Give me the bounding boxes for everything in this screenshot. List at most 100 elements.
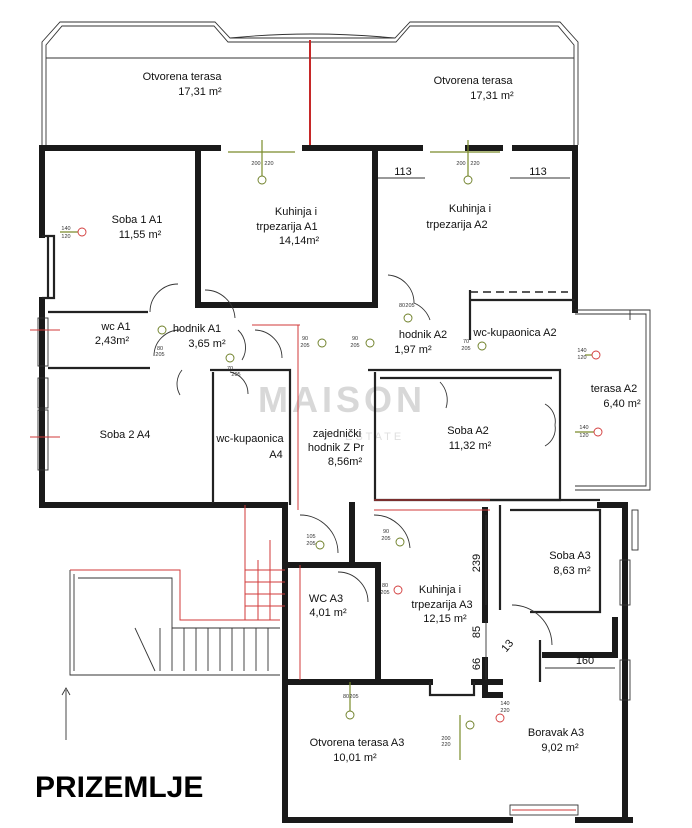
room-area-hodnik-z: 8,56m²	[328, 456, 363, 468]
room-area-boravak-a3: 9,02 m²	[541, 742, 579, 754]
opening-o8: 80 205	[399, 303, 415, 323]
opening-o1: 140 120	[60, 226, 87, 240]
opening-o15: 200 220	[441, 715, 475, 760]
svg-text:80: 80	[399, 303, 405, 309]
room-name2-kuhinja-a3: trpezarija A3	[411, 599, 472, 611]
svg-text:140: 140	[500, 701, 509, 707]
room-name-terasa-top-a2: Otvorena terasa	[434, 75, 514, 87]
svg-text:80: 80	[157, 346, 163, 352]
room-name-hodnik-z: zajednički	[313, 428, 361, 440]
room-area-terasa-a1: 17,31 m²	[178, 86, 222, 98]
opening-o16: 140 220	[495, 701, 510, 723]
svg-text:140: 140	[61, 226, 70, 232]
room-area-kuhinja-a3: 12,15 m²	[423, 613, 467, 625]
svg-text:120: 120	[577, 355, 586, 361]
room-name-hodnik-a2: hodnik A2	[399, 329, 447, 341]
opening-o5: 70 205	[225, 353, 241, 378]
svg-text:220: 220	[500, 708, 509, 714]
opening-o7: 90 205	[350, 336, 375, 349]
room-area-wc-a3: 4,01 m²	[309, 607, 347, 619]
room-name-soba-a3: Soba A3	[549, 550, 591, 562]
svg-text:200: 200	[251, 161, 260, 167]
opening-o17: 80 205	[343, 682, 359, 720]
svg-text:90: 90	[383, 529, 389, 535]
room-name-wc-a3: WC A3	[309, 593, 343, 605]
room-area-wc-a1: 2,43m²	[95, 335, 130, 347]
svg-text:220: 220	[264, 161, 273, 167]
svg-text:200: 200	[456, 161, 465, 167]
dim-66: 66	[471, 658, 483, 670]
dim-239: 239	[471, 554, 483, 572]
room-name2-kuhinja-a2: trpezarija A2	[426, 219, 487, 231]
room-name-soba-2-a4: Soba 2 A4	[100, 429, 151, 441]
opening-o9: 70 205	[461, 339, 487, 352]
room-name-wc-a1: wc A1	[100, 321, 130, 333]
interior-walls	[42, 234, 575, 505]
opening-o3: 200 220	[430, 140, 500, 185]
svg-text:105: 105	[306, 534, 315, 540]
room-name-soba-1-a1: Soba 1 A1	[112, 214, 163, 226]
room-name2-wc-kupaonica-a4: A4	[269, 449, 282, 461]
opening-o2: 200 220	[228, 140, 295, 185]
room-name-hodnik-a1: hodnik A1	[173, 323, 221, 335]
room-name2-hodnik-z: hodnik Z Pr	[308, 442, 365, 454]
top-terrace-outline	[41, 21, 579, 145]
room-area-hodnik-a1: 3,65 m²	[188, 338, 226, 350]
svg-text:140: 140	[577, 348, 586, 354]
room-name-wc-kupaonica-a4: wc-kupaonica	[215, 433, 284, 445]
room-labels: Otvorena terasa 17,31 m² Otvorena terasa…	[95, 71, 641, 764]
svg-text:205: 205	[461, 346, 470, 352]
svg-text:205: 205	[381, 536, 390, 542]
svg-text:120: 120	[579, 433, 588, 439]
room-area-soba-a3: 8,63 m²	[553, 565, 591, 577]
room-area-soba-1-a1: 11,55 m²	[119, 229, 162, 241]
svg-text:220: 220	[470, 161, 479, 167]
door-swings	[149, 274, 556, 646]
svg-text:205: 205	[350, 343, 359, 349]
lower-walls	[282, 498, 633, 823]
svg-text:220: 220	[441, 742, 450, 748]
svg-text:90: 90	[352, 336, 358, 342]
room-name-kuhinja-a2: Kuhinja i	[449, 203, 491, 215]
svg-text:205: 205	[349, 694, 358, 700]
room-name-terasa-a2: terasa A2	[591, 383, 637, 395]
room-name-boravak-a3: Boravak A3	[528, 727, 584, 739]
opening-o11: 140 120	[575, 425, 603, 439]
dimension-lines	[378, 177, 615, 680]
left-windows	[30, 317, 60, 471]
svg-text:205: 205	[306, 541, 315, 547]
svg-text:205: 205	[155, 352, 164, 358]
room-name-kuhinja-a1: Kuhinja i	[275, 206, 317, 218]
exterior-walls	[39, 145, 578, 508]
room-area-kuhinja-a1: 14,14m²	[279, 235, 320, 247]
opening-o12: 105 205	[306, 534, 325, 550]
svg-text:200: 200	[441, 736, 450, 742]
opening-o6: 90 205	[300, 336, 327, 349]
dim-160: 160	[576, 655, 594, 667]
dim-113-left: 113	[394, 166, 412, 178]
room-name-wc-kupaonica-a2: wc-kupaonica A2	[472, 327, 556, 339]
exterior-stairs	[61, 505, 285, 740]
room-area-terasa-a3: 10,01 m²	[333, 752, 377, 764]
svg-text:205: 205	[405, 303, 414, 309]
svg-text:80: 80	[343, 694, 349, 700]
room-name-terasa-a3: Otvorena terasa A3	[310, 737, 405, 749]
watermark: MAISON	[258, 379, 426, 420]
svg-text:70: 70	[463, 339, 469, 345]
red-partitions	[252, 324, 490, 680]
room-area-terasa-a2: 6,40 m²	[603, 398, 641, 410]
dimension-labels: 113 113 239 85 66 160 13	[394, 166, 594, 670]
dim-85: 85	[471, 626, 483, 638]
terrace-a2-outline	[575, 309, 651, 491]
svg-text:205: 205	[300, 343, 309, 349]
svg-text:80: 80	[382, 583, 388, 589]
svg-text:140: 140	[579, 425, 588, 431]
room-area-hodnik-a2: 1,97 m²	[394, 344, 432, 356]
boravak-window	[509, 804, 579, 816]
floor-title: PRIZEMLJE	[35, 771, 203, 804]
room-area-terasa-top-a2: 17,31 m²	[470, 90, 514, 102]
dim-13: 13	[499, 638, 516, 655]
room-name-kuhinja-a3: Kuhinja i	[419, 584, 461, 596]
opening-o10: 140 120	[577, 348, 601, 361]
